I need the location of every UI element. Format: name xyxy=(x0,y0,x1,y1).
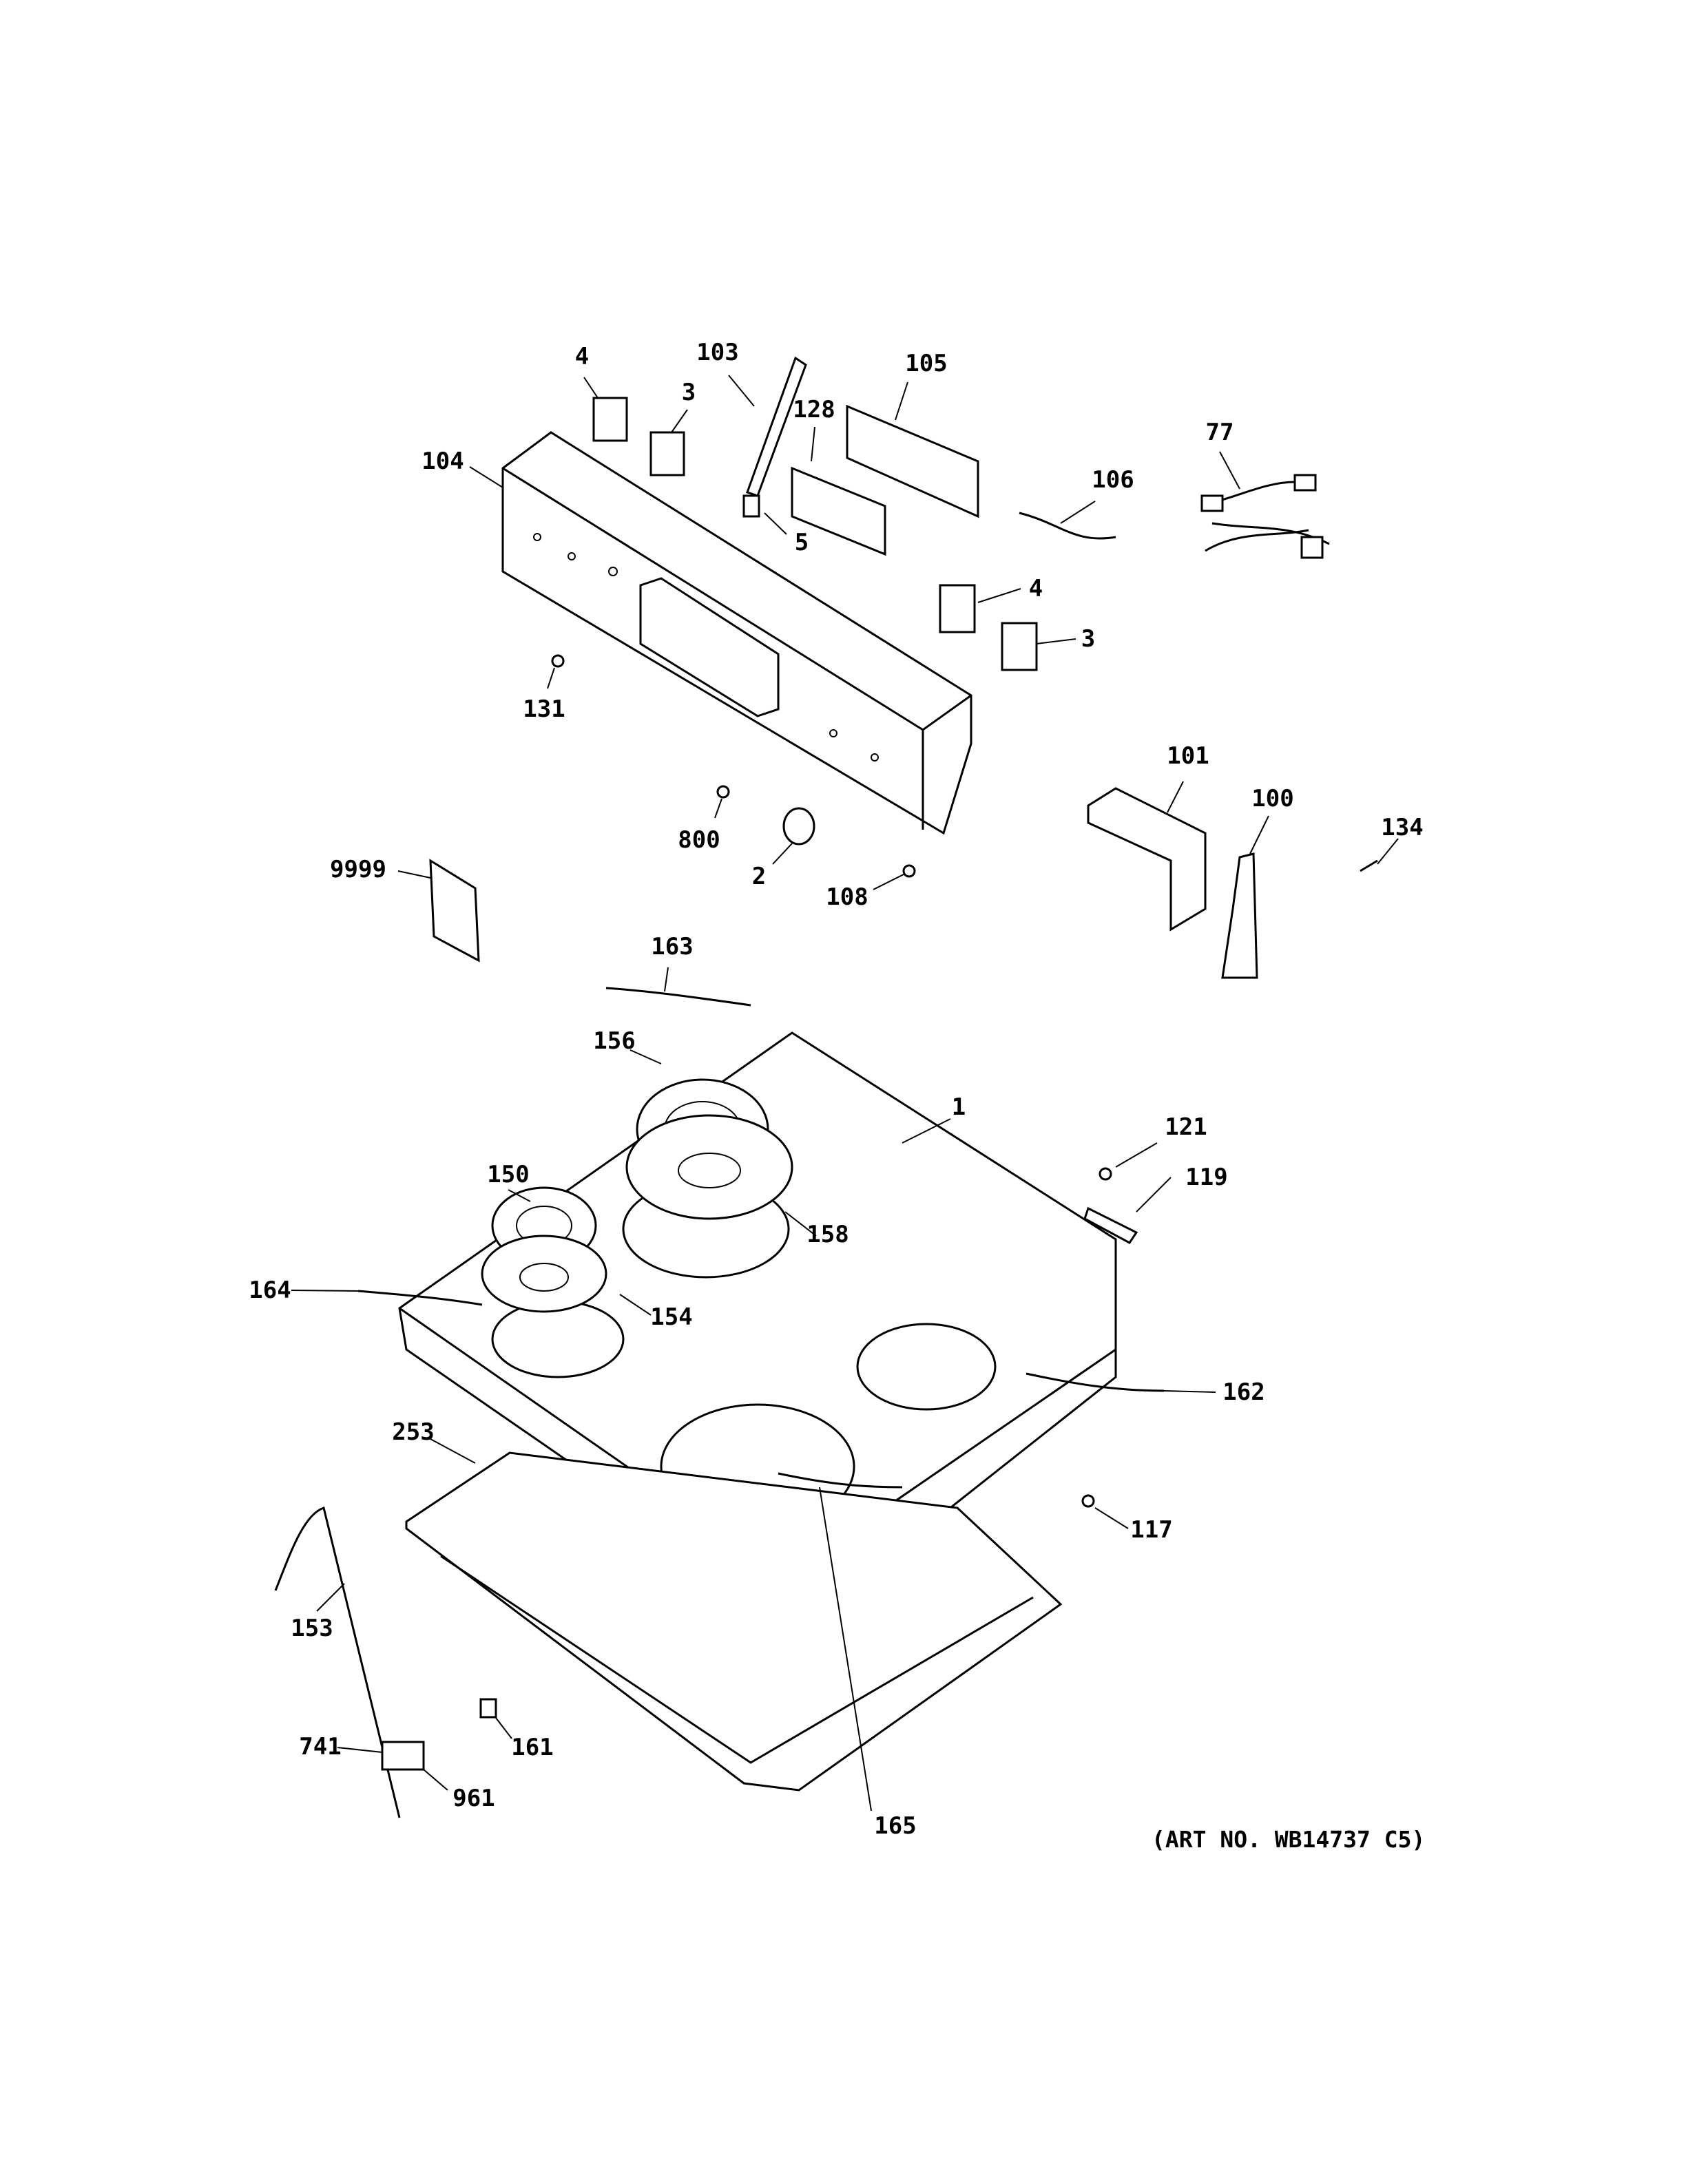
callout-158: 158 xyxy=(806,1221,849,1248)
screw-131 xyxy=(551,654,565,668)
callout-163: 163 xyxy=(651,933,694,960)
callout-131: 131 xyxy=(523,695,565,723)
callout-105: 105 xyxy=(905,350,948,377)
callout-104: 104 xyxy=(422,448,464,475)
wire-163 xyxy=(605,987,751,1007)
infinite-switch-right-4 xyxy=(939,584,976,633)
callout-4-left: 4 xyxy=(574,343,590,370)
infinite-switch-right-3 xyxy=(1001,622,1038,671)
callout-253: 253 xyxy=(392,1418,435,1446)
infinite-switches-left xyxy=(592,397,685,476)
clip-161 xyxy=(479,1698,497,1719)
leader-lines xyxy=(291,375,1399,1812)
callout-3-left: 3 xyxy=(681,379,696,406)
callout-154: 154 xyxy=(650,1303,693,1331)
callout-128: 128 xyxy=(793,396,835,423)
callout-156: 156 xyxy=(593,1027,636,1055)
callout-119: 119 xyxy=(1185,1164,1228,1191)
callout-108: 108 xyxy=(826,883,868,911)
callout-77: 77 xyxy=(1205,419,1234,446)
rod-153 xyxy=(274,1506,401,1818)
callout-134: 134 xyxy=(1381,814,1424,841)
end-cap-101 xyxy=(1087,787,1207,932)
callout-741: 741 xyxy=(299,1733,342,1761)
callout-153: 153 xyxy=(291,1615,333,1642)
backguard-panel xyxy=(501,431,972,835)
overlay-128 xyxy=(791,466,886,556)
callout-3-right: 3 xyxy=(1081,625,1096,653)
clip-108 xyxy=(902,864,916,878)
wire-harness-77 xyxy=(1200,474,1330,559)
callout-103: 103 xyxy=(696,339,739,366)
art-number: (ART NO. WB14737 C5) xyxy=(1152,1826,1426,1853)
callout-2: 2 xyxy=(751,863,767,890)
literature-9999 xyxy=(429,859,480,963)
callout-4-right: 4 xyxy=(1028,575,1043,602)
screw-121 xyxy=(1099,1167,1112,1181)
callout-961: 961 xyxy=(452,1785,495,1812)
harness-106 xyxy=(1019,512,1116,540)
nut-117 xyxy=(1081,1494,1095,1508)
callout-100: 100 xyxy=(1251,785,1294,812)
knob-2 xyxy=(782,807,815,846)
callout-800: 800 xyxy=(678,826,720,854)
callout-121: 121 xyxy=(1165,1113,1207,1141)
callout-5: 5 xyxy=(794,529,809,556)
callout-164: 164 xyxy=(249,1277,291,1304)
wire-164 xyxy=(357,1290,483,1306)
callout-150: 150 xyxy=(487,1161,530,1188)
screw-800 xyxy=(716,785,730,799)
callout-9999: 9999 xyxy=(330,856,386,883)
callout-101: 101 xyxy=(1167,742,1209,770)
burner-box-253 xyxy=(405,1451,1063,1792)
callout-106: 106 xyxy=(1092,466,1134,494)
screw-134 xyxy=(1360,859,1378,872)
drip-pan-158 xyxy=(625,1114,793,1220)
wire-162 xyxy=(1026,1372,1165,1392)
callout-162: 162 xyxy=(1222,1378,1265,1406)
callout-161: 161 xyxy=(511,1734,554,1761)
switch-5 xyxy=(742,494,760,518)
callout-1: 1 xyxy=(951,1093,966,1121)
callout-165: 165 xyxy=(874,1812,917,1840)
wire-165 xyxy=(778,1472,903,1489)
bracket-100 xyxy=(1221,852,1258,979)
control-board-105 xyxy=(846,404,979,518)
drip-pan-154 xyxy=(481,1235,607,1313)
callout-117: 117 xyxy=(1130,1516,1173,1544)
bracket-119 xyxy=(1083,1206,1138,1244)
terminal-block-741 xyxy=(381,1741,425,1771)
